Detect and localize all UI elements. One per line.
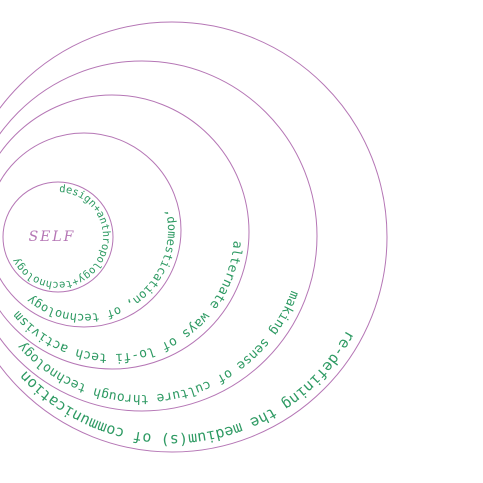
ring-5-circle — [0, 21, 388, 453]
labels-layer: design+anthropology+technology,domestica… — [10, 183, 359, 449]
ring-4-circle — [0, 60, 318, 412]
ring-3-circle — [0, 94, 250, 370]
self-label: SELF — [29, 229, 76, 245]
ring-2-circle — [0, 132, 182, 328]
rings-layer — [0, 21, 388, 453]
ring-1-circle — [2, 181, 114, 293]
